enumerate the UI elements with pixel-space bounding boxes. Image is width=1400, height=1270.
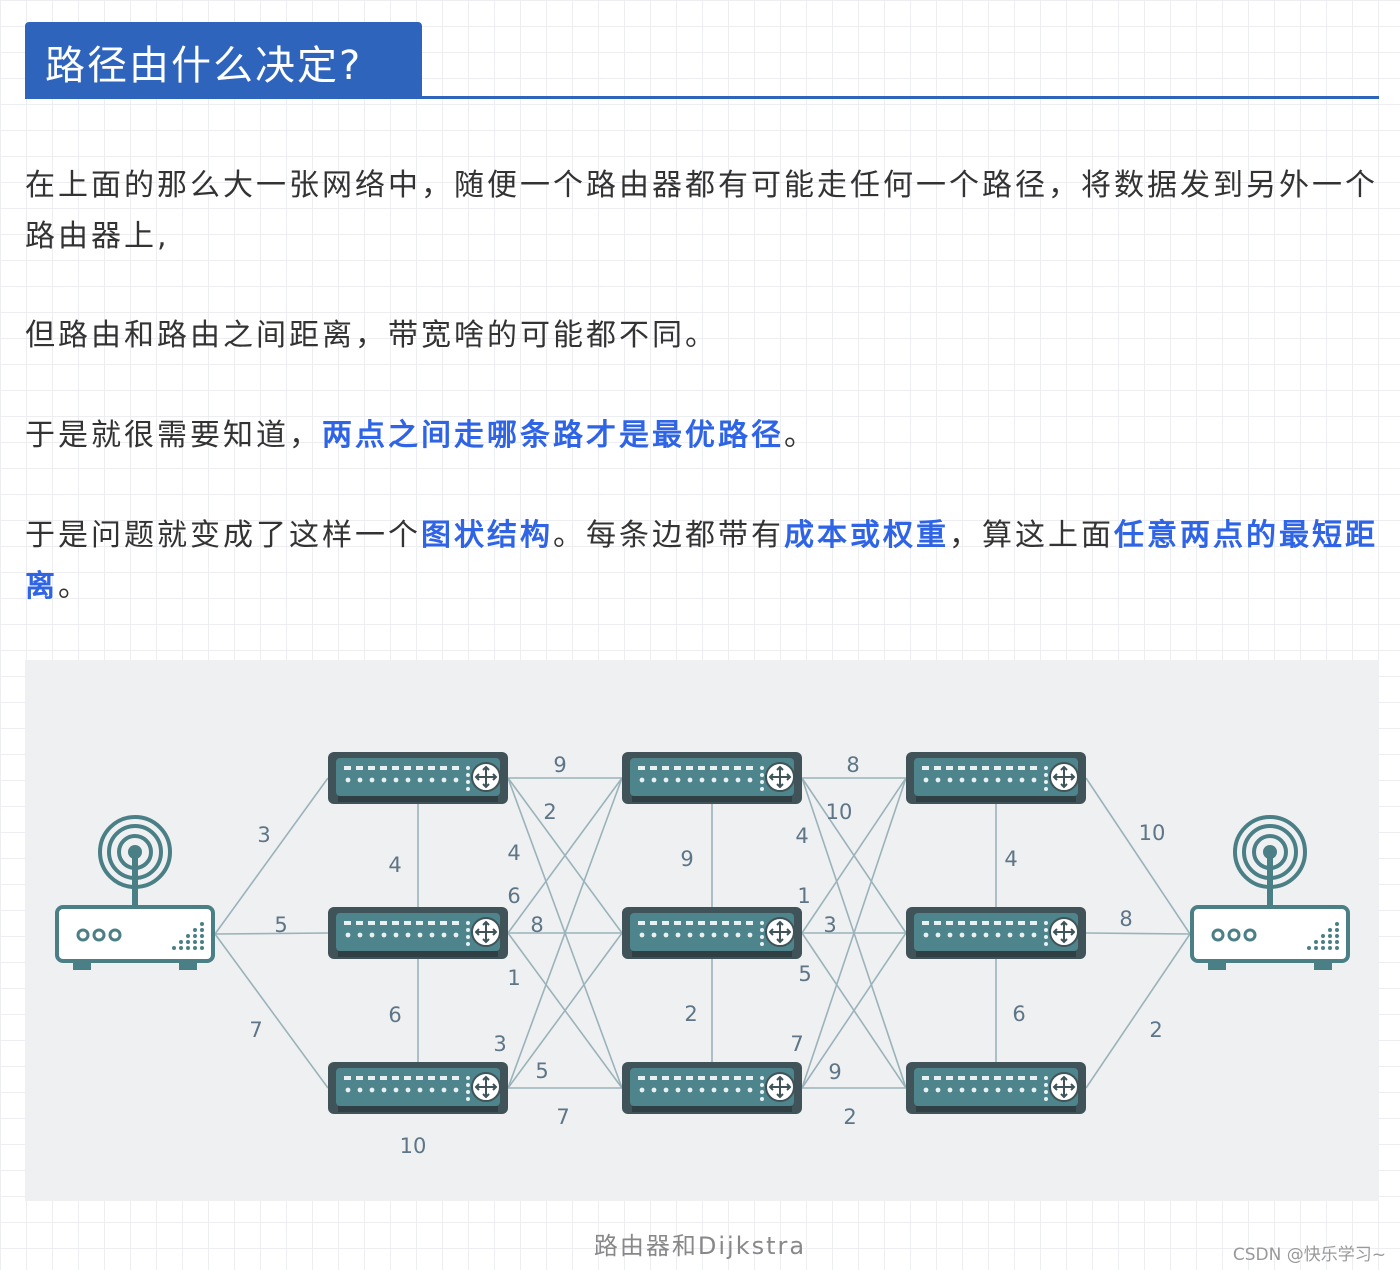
edge-weight: 8 (1119, 907, 1132, 931)
network-diagram: 3 5 7 4 6 10 9 2 4 6 8 1 3 5 7 9 2 8 10 … (55, 751, 1350, 1158)
paragraph-4-text-4: 。 (58, 569, 91, 604)
figure-caption: 路由器和Dijkstra (593, 1232, 807, 1260)
switch-c3-top (905, 751, 1087, 805)
edge-weight: 3 (823, 913, 836, 937)
switch-c1-top (327, 751, 509, 805)
switch-c3-mid (905, 906, 1087, 960)
paragraph-1: 在上面的那么大一张网络中，随便一个路由器都有可能走任何一个路径，将数据发到另外一… (25, 168, 1378, 254)
network-edges (214, 777, 1191, 1089)
paragraph-3: 于是就很需要知道，两点之间走哪条路才是最优路径。 (25, 410, 1385, 461)
edge-weight: 3 (493, 1032, 506, 1056)
heading-title: 路径由什么决定? (45, 43, 363, 89)
edge-weight: 4 (388, 853, 401, 877)
paragraph-4-text-2: 。每条边都带有 (553, 518, 784, 553)
paragraph-2: 但路由和路由之间距离，带宽啥的可能都不同。 (25, 318, 718, 353)
switch-c1-bot (327, 1061, 509, 1115)
switch-c3-bot (905, 1061, 1087, 1115)
edge-weight: 9 (680, 847, 693, 871)
heading-underline (25, 96, 1379, 99)
edge-weight: 6 (388, 1003, 401, 1027)
edge-weight: 2 (543, 800, 556, 824)
edge-weight: 10 (1139, 821, 1166, 845)
paragraph-3-end: 。 (784, 418, 817, 453)
edge-weight: 4 (507, 841, 520, 865)
network-figure: 3 5 7 4 6 10 9 2 4 6 8 1 3 5 7 9 2 8 10 … (25, 660, 1379, 1201)
edge-weight: 10 (826, 800, 853, 824)
edge-weights: 3 5 7 4 6 10 9 2 4 6 8 1 3 5 7 9 2 8 10 … (249, 753, 1165, 1158)
switch-c2-top (621, 751, 803, 805)
heading-box: 路径由什么决定? (25, 22, 422, 97)
edge-weight: 4 (1004, 847, 1017, 871)
section-heading: 路径由什么决定? (25, 22, 1379, 100)
highlight-graph-structure: 图状结构 (421, 518, 553, 553)
edge-weight: 9 (553, 753, 566, 777)
switch-c1-mid (327, 906, 509, 960)
edge-weight: 6 (507, 884, 520, 908)
highlight-optimal-path: 两点之间走哪条路才是最优路径 (322, 418, 784, 453)
edge-weight: 6 (1012, 1002, 1025, 1026)
edge-weight: 5 (535, 1059, 548, 1083)
edge-weight: 7 (249, 1018, 262, 1042)
edge-weight: 9 (828, 1060, 841, 1084)
switch-c2-mid (621, 906, 803, 960)
edge-weight: 5 (274, 913, 287, 937)
edge-weight: 1 (797, 884, 810, 908)
edge-weight: 8 (846, 753, 859, 777)
edge-weight: 3 (257, 823, 270, 847)
switch-c2-bot (621, 1061, 803, 1115)
edge-weight: 2 (843, 1105, 856, 1129)
router-left (55, 815, 215, 972)
paragraph-3-text: 于是就很需要知道， (25, 418, 322, 453)
paragraph-4-text-3: ，算这上面 (949, 518, 1114, 553)
edge-weight: 1 (507, 966, 520, 990)
paragraph-4: 于是问题就变成了这样一个图状结构。每条边都带有成本或权重，算这上面任意两点的最短… (25, 510, 1385, 612)
edge-weight: 4 (795, 824, 808, 848)
edge-weight: 8 (530, 913, 543, 937)
router-right (1190, 815, 1350, 972)
edge-weight: 7 (790, 1032, 803, 1056)
paragraph-4-text-1: 于是问题就变成了这样一个 (25, 518, 421, 553)
highlight-cost-weight: 成本或权重 (784, 518, 949, 553)
edge-weight: 2 (684, 1002, 697, 1026)
edge-weight: 2 (1149, 1018, 1162, 1042)
edge-weight: 7 (556, 1105, 569, 1129)
edge-weight: 10 (400, 1134, 427, 1158)
edge-weight: 5 (798, 962, 811, 986)
watermark: CSDN @快乐学习~ (1232, 1245, 1386, 1265)
highlight-shortest-distance: 任意两点的最短距离 (25, 518, 1378, 604)
